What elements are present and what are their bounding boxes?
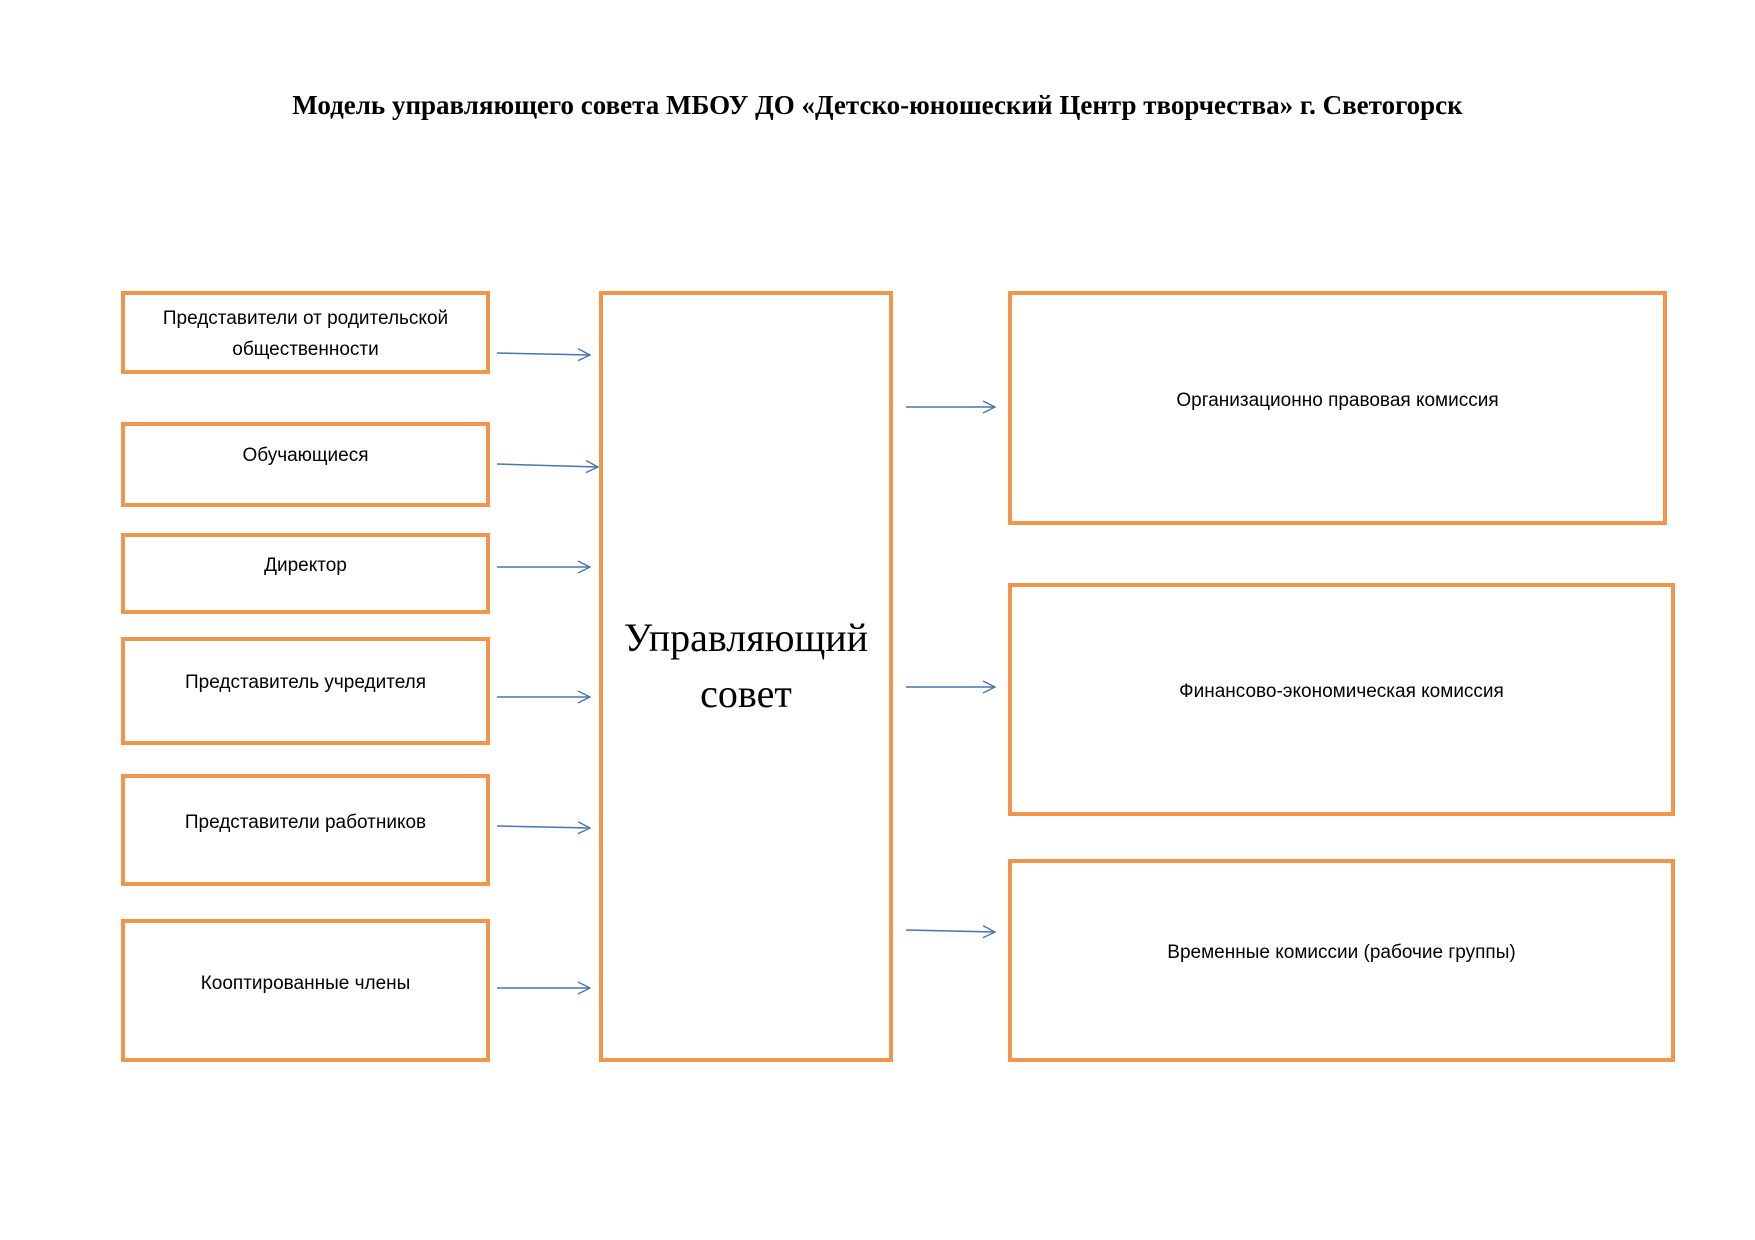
input-box-students: Обучающиеся [121,422,490,507]
label-line: совет [700,671,792,716]
input-label: Кооптированные члены [200,973,411,994]
label-line: Представители от родительской [162,308,449,329]
arrow-icon [496,353,590,355]
arrow-icon [496,826,590,828]
commission-box-finance: Финансово-экономическая комиссия [1008,583,1675,816]
input-box-parents: Представители от родительской общественно… [121,291,490,374]
input-box-employees: Представители работников [121,774,490,886]
arrow-icon [496,464,598,467]
input-label: Директор [264,555,347,576]
label-line: Управляющий [623,615,869,660]
commission-box-legal: Организационно правовая комиссия [1008,291,1667,525]
input-label: Обучающиеся [242,445,369,466]
input-box-coopted: Кооптированные члены [121,919,490,1062]
input-label: Представитель учредителя [184,672,427,693]
input-box-director: Директор [121,533,490,614]
commission-label: Организационно правовая комиссия [1176,390,1499,411]
input-box-founder: Представитель учредителя [121,637,490,745]
input-label: Представители от родительской общественно… [125,303,486,365]
governing-council-label: Управляющий совет [603,610,889,722]
commission-label: Временные комиссии (рабочие группы) [1167,942,1516,963]
governing-council-box: Управляющий совет [599,291,893,1062]
commission-label: Финансово-экономическая комиссия [1179,681,1504,702]
commission-box-temporary: Временные комиссии (рабочие группы) [1008,859,1675,1062]
arrow-icon [905,930,995,932]
label-line: общественности [232,339,379,360]
page-title: Модель управляющего совета МБОУ ДО «Детс… [292,90,1463,120]
input-label: Представители работников [184,812,427,833]
